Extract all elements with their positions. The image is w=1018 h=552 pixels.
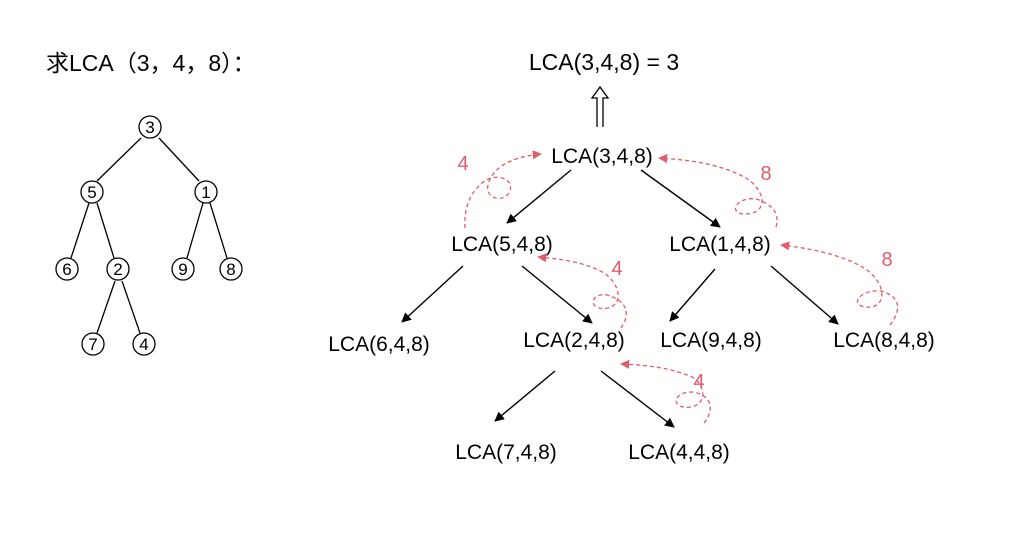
tree-node-3: 3 [138,115,162,139]
tree-edge [70,202,90,259]
tree-node-4: 4 [132,332,156,356]
svg-text:8: 8 [226,260,235,279]
result-label: LCA(3,4,8) = 3 [529,49,679,75]
call-node-2: LCA(2,4,8) [523,329,625,352]
call-edge [494,370,556,422]
call-edges [401,169,839,428]
call-node-root: LCA(3,4,8) [551,145,653,168]
return-path [658,153,778,228]
recursion-tree: LCA(3,4,8) = 3 LCA(3,4,8) LCA(5,4,8) LCA… [328,49,935,464]
tree-node-1: 1 [194,180,218,204]
return-value: 4 [611,258,622,280]
call-edge [640,169,721,228]
call-edge [770,265,839,325]
tree-edge [96,280,116,334]
return-values: 4 4 4 8 8 [457,153,892,393]
tree-edge [96,202,115,259]
call-edge [506,169,572,224]
return-path [780,241,899,326]
return-path [537,253,627,329]
call-node-6: LCA(6,4,8) [328,333,430,356]
tree-node-9: 9 [171,257,195,281]
return-value: 8 [881,249,892,271]
return-value: 4 [693,371,704,393]
svg-text:2: 2 [113,260,122,279]
call-node-9: LCA(9,4,8) [660,329,762,352]
call-node-4: LCA(4,4,8) [628,441,730,464]
double-up-arrow-icon [590,85,610,127]
return-value: 4 [457,153,468,175]
return-path [620,359,711,424]
svg-text:7: 7 [88,335,97,354]
binary-tree: 3 5 1 6 2 9 8 7 [55,115,243,356]
svg-text:9: 9 [178,260,187,279]
problem-title: 求LCA（3，4，8）： [46,50,256,76]
tree-edges [70,137,228,334]
call-node-8: LCA(8,4,8) [833,329,935,352]
tree-edge [121,280,141,334]
tree-edge [158,137,200,182]
svg-text:1: 1 [201,183,210,202]
return-paths [464,150,899,424]
tree-node-8: 8 [219,257,243,281]
tree-node-5: 5 [80,180,104,204]
svg-text:4: 4 [139,335,148,354]
tree-node-2: 2 [106,257,130,281]
call-edge [401,265,464,323]
tree-edge [96,137,142,182]
call-edge [600,370,675,428]
call-node-5: LCA(5,4,8) [451,233,553,256]
tree-edge [209,202,228,259]
tree-node-7: 7 [81,332,105,356]
tree-edge [186,202,204,259]
svg-text:3: 3 [145,118,154,137]
svg-text:5: 5 [87,183,96,202]
call-edge [521,265,593,324]
svg-text:6: 6 [62,260,71,279]
call-edge [669,268,716,322]
return-value: 8 [760,163,771,185]
call-node-7: LCA(7,4,8) [455,441,557,464]
tree-node-6: 6 [55,257,79,281]
call-node-1: LCA(1,4,8) [669,233,771,256]
return-path [464,150,542,229]
